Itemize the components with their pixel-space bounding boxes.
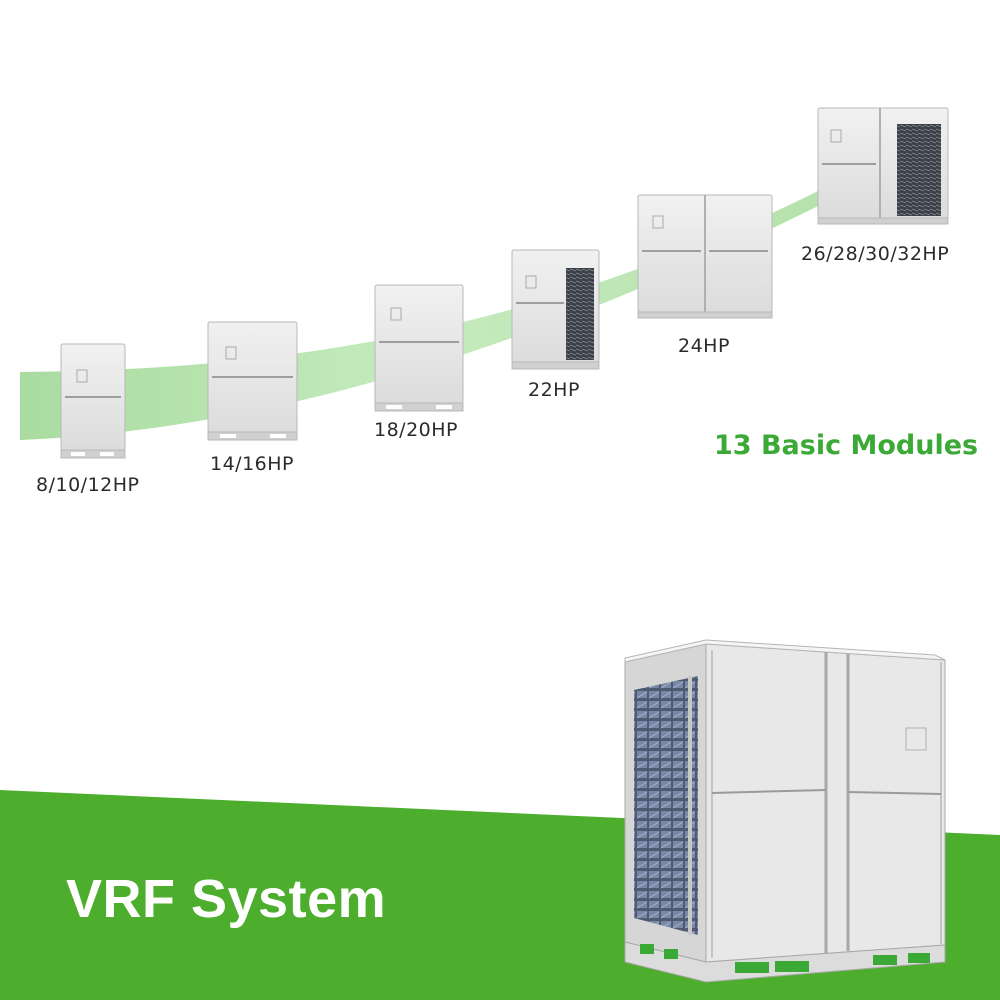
unit-22hp <box>511 249 600 370</box>
module-label: 14/16HP <box>210 453 294 475</box>
module-label: 18/20HP <box>374 419 458 441</box>
unit-18-20hp <box>374 284 464 412</box>
banner-title: VRF System <box>66 869 387 929</box>
large-outdoor-unit <box>624 639 946 983</box>
module-label: 26/28/30/32HP <box>801 243 950 265</box>
unit-24hp <box>637 194 773 319</box>
modules-headline: 13 Basic Modules <box>714 430 979 461</box>
unit-14-16hp <box>207 321 298 441</box>
module-label: 8/10/12HP <box>36 474 140 496</box>
unit-26-32hp <box>817 107 949 225</box>
module-label: 22HP <box>528 379 580 401</box>
unit-8-10-12hp <box>60 343 126 459</box>
module-label: 24HP <box>678 335 730 357</box>
